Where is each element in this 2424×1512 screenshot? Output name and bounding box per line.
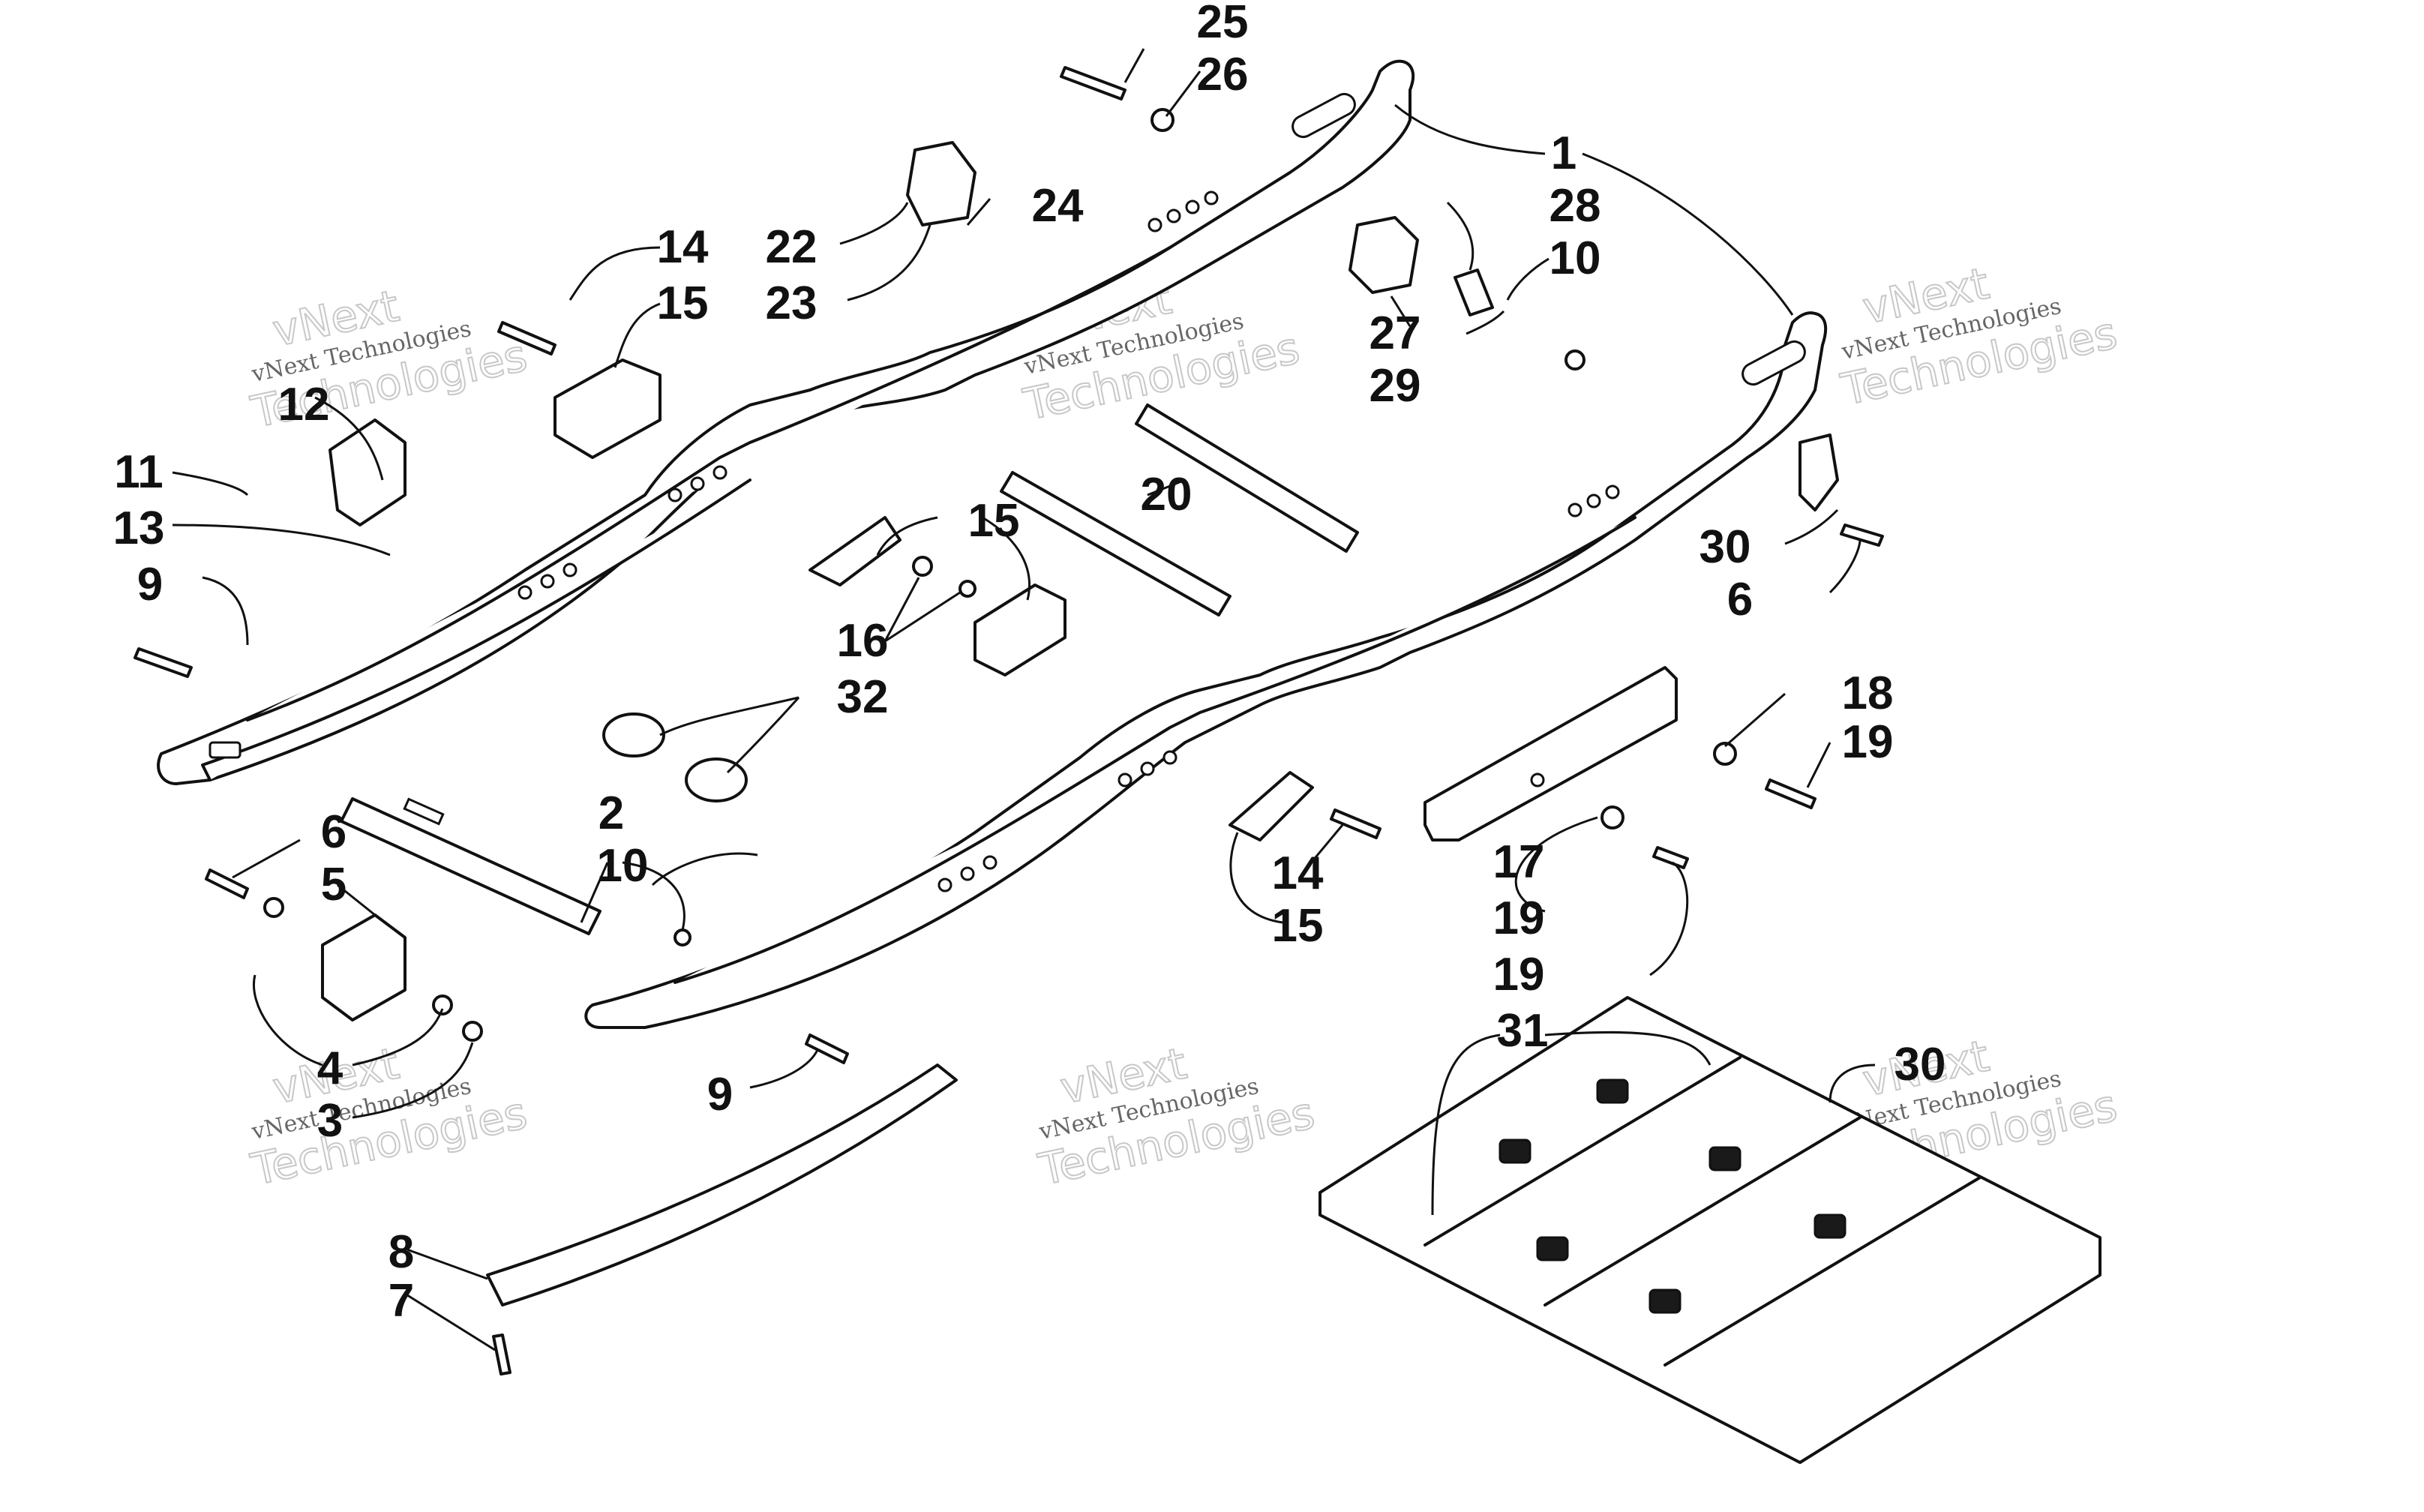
nut [263, 108, 1737, 1042]
cross-shaft [1000, 404, 1359, 616]
callout-29: 30 [1700, 521, 1751, 573]
callout-6-rear: 6 [1727, 574, 1753, 626]
track-section [1318, 996, 2102, 1464]
callout-15-upper: 15 [657, 278, 709, 329]
bumper-block [1348, 216, 1494, 316]
callout-1: 1 [1551, 128, 1576, 179]
callout-21: 22 [766, 221, 818, 273]
callout-14-lower: 14 [1272, 848, 1324, 899]
callout-10-rear: 10 [1550, 232, 1601, 284]
rear-bracket [1424, 666, 1678, 842]
bracket-14-15-upper [554, 358, 662, 459]
callout-9-front: 9 [137, 559, 163, 610]
callout-12: 12 [278, 379, 330, 430]
callout-19-rear: 19 [1842, 716, 1894, 768]
callout-11: 11 [114, 446, 164, 498]
stopper-block [906, 141, 976, 226]
hose-clamp [602, 712, 748, 802]
callout-26: 27 [1370, 308, 1421, 359]
slide-axle [340, 797, 602, 935]
callout-9-lower: 9 [707, 1069, 733, 1120]
callout-20: 20 [1141, 469, 1192, 520]
front-stopper [328, 418, 406, 526]
callout-16: 16 [837, 615, 889, 667]
callout-7: 7 [388, 1275, 414, 1327]
bracket-14-15-lower [1228, 771, 1314, 842]
rail-front-right [584, 311, 1828, 1029]
callout-6-front: 6 [321, 806, 346, 858]
callout-15-lower: 15 [1272, 900, 1324, 952]
bumper-5 [321, 914, 406, 1022]
callout-13: 13 [113, 502, 165, 554]
callout-19-lower: 19 [1493, 949, 1545, 1000]
leader-lines [172, 48, 1876, 1352]
rail-rear-left [157, 59, 1415, 785]
callout-14-upper: 14 [657, 221, 709, 273]
hyfax-slide [486, 1064, 958, 1306]
callout-28: 29 [1370, 360, 1421, 412]
callout-18-lower: 19 [1493, 892, 1545, 944]
callout-5: 5 [321, 859, 346, 910]
callout-4: 4 [317, 1042, 344, 1094]
bracket-15-mid [808, 516, 1066, 676]
callout-31: 31 [1497, 1005, 1549, 1057]
callout-3: 3 [317, 1095, 343, 1147]
callout-15-mid: 15 [968, 495, 1020, 547]
callout-10-front: 10 [597, 840, 649, 892]
callout-32: 32 [837, 671, 889, 723]
callout-25: 26 [1197, 49, 1249, 100]
callout-24: 25 [1197, 0, 1249, 48]
callout-22: 23 [766, 278, 818, 329]
callout-8: 8 [388, 1226, 414, 1278]
callout-18-rear: 18 [1842, 668, 1894, 719]
callout-27: 28 [1550, 180, 1601, 232]
callout-30: 30 [1894, 1039, 1946, 1090]
callout-23: 24 [1032, 180, 1084, 232]
bolt [134, 66, 1884, 1376]
callout-17: 17 [1493, 836, 1545, 888]
callout-labels: 25 26 1 24 22 23 28 10 14 15 27 29 12 11… [113, 0, 1946, 1327]
callout-2: 2 [598, 788, 624, 839]
bracket-29 [1798, 434, 1839, 512]
